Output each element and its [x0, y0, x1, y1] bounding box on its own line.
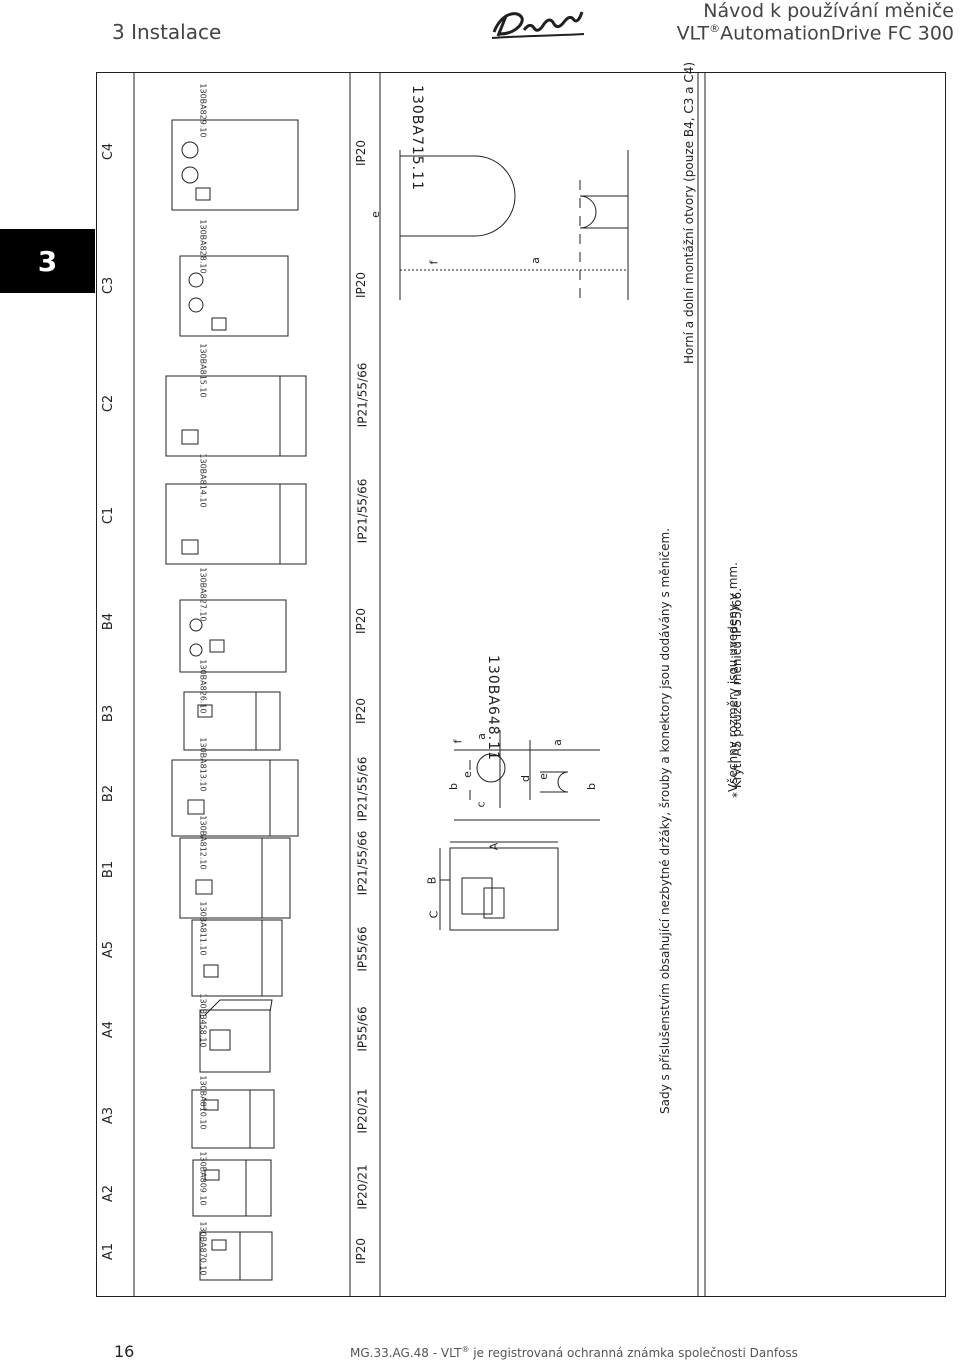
ip-label-a5: IP55/66	[355, 926, 370, 972]
figure-frame	[96, 72, 946, 1297]
drawing-code-c2: 130BA815.10	[198, 343, 208, 398]
dim-label-b-bottom: b	[584, 783, 598, 790]
drawing-code-c1: 130BA814.10	[198, 453, 208, 508]
page-number: 16	[114, 1342, 135, 1361]
note-accessory-kits: Sady s příslušenstvím obsahující nezbytn…	[658, 527, 673, 1115]
frame-label-b4: B4	[101, 612, 117, 631]
danfoss-logo	[491, 11, 585, 39]
drawing-code-b2: 130BA813.10	[198, 737, 208, 792]
drawing-code-a2: 130BA809.10	[198, 1151, 208, 1206]
hole-label-e: e	[368, 211, 382, 218]
hole-label-f: f	[427, 260, 441, 265]
drawing-code-b1: 130BA812.10	[198, 815, 208, 870]
ip-label-b4: IP20	[354, 607, 369, 635]
frame-label-a4: A4	[101, 1020, 117, 1039]
frame-label-a1: A1	[101, 1242, 117, 1261]
frame-label-a5: A5	[101, 940, 117, 959]
dimension-drawing-code: 130BA648.11	[484, 655, 501, 761]
frame-label-b1: B1	[101, 860, 117, 879]
frame-label-a3: A3	[101, 1106, 117, 1125]
chapter-tab: 3	[0, 229, 95, 293]
ip-label-c2: IP21/55/66	[355, 362, 370, 428]
note-a5: * Krytí A5 pouze u měničů IP55/66.	[729, 588, 744, 798]
dim-label-A: A	[487, 842, 501, 851]
drawing-code-a1: 130BA870.10	[198, 1221, 208, 1276]
frame-label-a2: A2	[101, 1184, 117, 1203]
section-title: 3 Instalace	[112, 20, 222, 44]
ip-label-a3: IP20/21	[355, 1088, 370, 1134]
manual-title: Návod k používání měniče	[703, 0, 954, 22]
frame-label-c2: C2	[101, 394, 117, 413]
drawing-code-a3: 130BA810.10	[198, 1075, 208, 1130]
footer-text: MG.33.AG.48 - VLT® je registrovaná ochra…	[350, 1345, 798, 1360]
drawing-code-c4: 130BA829.10	[198, 83, 208, 138]
dim-label-e-top: e	[460, 771, 474, 778]
product-title: VLT®AutomationDrive FC 300	[676, 22, 954, 45]
dim-label-a-bottom: a	[550, 739, 564, 746]
frame-label-c3: C3	[101, 276, 117, 295]
drawing-code-a5: 130BA811.10	[198, 901, 208, 956]
drawing-code-c3: 130BA828.10	[198, 219, 208, 274]
ip-label-c1: IP21/55/66	[355, 478, 370, 544]
note-mounting-holes: Horní a dolní montážní otvory (pouze B4,…	[682, 61, 697, 365]
ip-label-b1: IP21/55/66	[355, 830, 370, 896]
dim-label-e-bottom: e	[536, 773, 550, 780]
frame-label-b2: B2	[101, 784, 117, 803]
drawing-code-a4: 130BB458.10	[198, 993, 208, 1048]
dim-label-b-top: b	[446, 783, 460, 790]
hole-drawing-code: 130BA715.11	[408, 85, 425, 191]
drawing-code-b4: 130BA827.10	[198, 567, 208, 622]
ip-label-c3: IP20	[354, 271, 369, 299]
ip-label-b2: IP21/55/66	[355, 756, 370, 822]
ip-label-a4: IP55/66	[355, 1006, 370, 1052]
ip-label-a1: IP20	[354, 1237, 369, 1265]
dim-label-f: f	[451, 739, 465, 744]
ip-label-c4: IP20	[354, 139, 369, 167]
dim-label-c: c	[474, 801, 488, 808]
dim-label-C: C	[427, 910, 441, 919]
frame-label-c4: C4	[101, 142, 117, 161]
drawing-code-b3: 130BA826.10	[198, 659, 208, 714]
frame-label-c1: C1	[101, 506, 117, 525]
ip-label-a2: IP20/21	[355, 1164, 370, 1210]
dim-label-d: d	[518, 775, 532, 782]
dim-label-a-top: a	[474, 733, 488, 740]
dim-label-B: B	[425, 876, 439, 885]
frame-label-b3: B3	[101, 704, 117, 723]
ip-label-b3: IP20	[354, 697, 369, 725]
hole-label-a: a	[528, 257, 542, 264]
